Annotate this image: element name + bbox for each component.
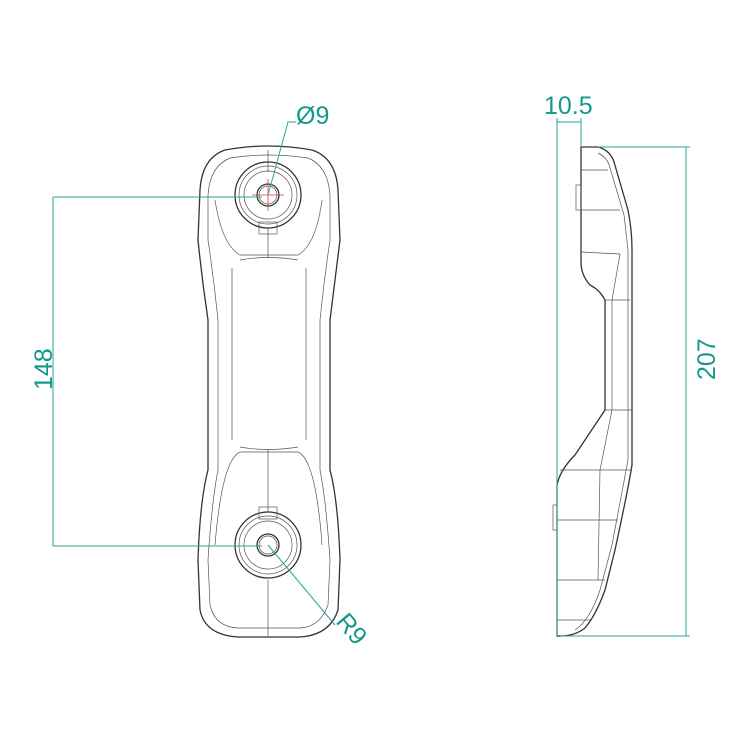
- bottom-mounting-hole: [234, 506, 302, 579]
- hole-spacing-label: 148: [30, 348, 58, 390]
- length-label: 207: [693, 338, 721, 380]
- side-outline: [556, 146, 633, 637]
- front-view: 148 Ø9 R9: [30, 102, 372, 650]
- length-dimension: 207: [560, 146, 721, 637]
- hole-spacing-dimension: 148: [30, 196, 262, 547]
- side-view: 10.5 207: [544, 92, 721, 637]
- thickness-label: 10.5: [544, 92, 593, 120]
- top-mounting-hole: [234, 161, 302, 235]
- radius-dimension: R9: [267, 544, 372, 650]
- hole-diameter-dimension: Ø9: [267, 102, 329, 196]
- hole-diameter-label: Ø9: [296, 102, 329, 130]
- thickness-dimension: 10.5: [544, 92, 593, 636]
- front-outline: [197, 145, 341, 638]
